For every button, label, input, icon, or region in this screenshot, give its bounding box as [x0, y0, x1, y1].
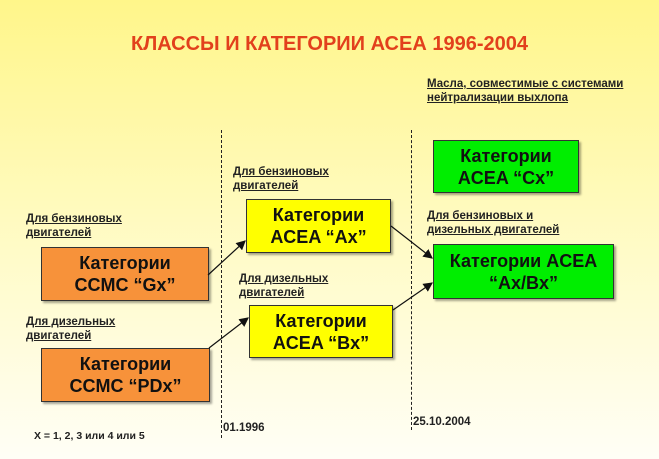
label-exhaust-compatible: Масла, совместимые с системами нейтрализ…: [427, 78, 623, 105]
label-line: Для бензиновых: [233, 166, 329, 178]
label-line: двигателей: [233, 179, 299, 192]
label-line: двигателей: [26, 329, 92, 342]
box-acea-ax: Категории ACEA “Ax”: [246, 199, 391, 253]
box-line: CCMC “PDx”: [69, 376, 182, 396]
label-line: двигателей: [239, 286, 305, 299]
arrow-bx-to-axbx: [392, 282, 433, 311]
label-line: Для дизельных: [26, 316, 116, 328]
box-line: Категории: [79, 354, 172, 374]
page-title: КЛАССЫ И КАТЕГОРИИ АСЕА 1996-2004: [130, 33, 528, 55]
footnote: X = 1, 2, 3 или 4 или 5: [34, 430, 145, 442]
box-line: Категории: [79, 253, 171, 273]
box-line: ACEA “Bx”: [272, 332, 370, 353]
arrow-gx-to-ax: [207, 240, 246, 276]
box-acea-cx: Категории ACEA “Cx”: [433, 140, 579, 193]
label-line: Для дизельных: [239, 273, 329, 285]
box-line: ACEA “Ax”: [270, 227, 367, 247]
box-line: Категории: [275, 310, 367, 331]
date-1996: 01.1996: [223, 422, 265, 434]
label-both-right: Для бензиновых и дизельных двигателей: [427, 210, 559, 237]
arrow-ax-to-axbx: [390, 225, 433, 259]
box-line: ACEA “Cx”: [457, 167, 555, 188]
box-line: “Ax/Bx”: [488, 272, 559, 293]
arrow-pdx-to-bx: [208, 317, 249, 349]
box-ccmc-pdx: Категории CCMC “PDx”: [41, 348, 210, 402]
box-ccmc-gx: Категории CCMC “Gx”: [41, 247, 209, 301]
label-petrol-mid: Для бензиновых двигателей: [233, 166, 329, 193]
label-diesel-left: Для дизельных двигателей: [26, 316, 115, 343]
label-line: дизельных двигателей: [427, 223, 560, 236]
box-line: CCMC “Gx”: [74, 275, 176, 295]
label-petrol-left: Для бензиновых двигателей: [26, 213, 122, 240]
label-line: Для бензиновых: [26, 213, 122, 225]
date-2004: 25.10.2004: [413, 416, 471, 428]
label-line: нейтрализации выхлопа: [427, 91, 569, 104]
label-line: двигателей: [26, 226, 92, 239]
box-line: Категории: [272, 205, 365, 225]
timeline-divider-2004: [411, 130, 412, 430]
box-line: Категории ACEA: [449, 250, 598, 271]
label-line: Для бензиновых и: [427, 210, 534, 222]
box-acea-bx: Категории ACEA “Bx”: [249, 305, 393, 358]
label-diesel-mid: Для дизельных двигателей: [239, 273, 328, 300]
timeline-divider-1996: [221, 130, 222, 438]
box-line: Категории: [460, 145, 552, 166]
box-acea-axbx: Категории ACEA “Ax/Bx”: [433, 244, 614, 299]
label-line: Масла, совместимые с системами: [427, 78, 624, 90]
